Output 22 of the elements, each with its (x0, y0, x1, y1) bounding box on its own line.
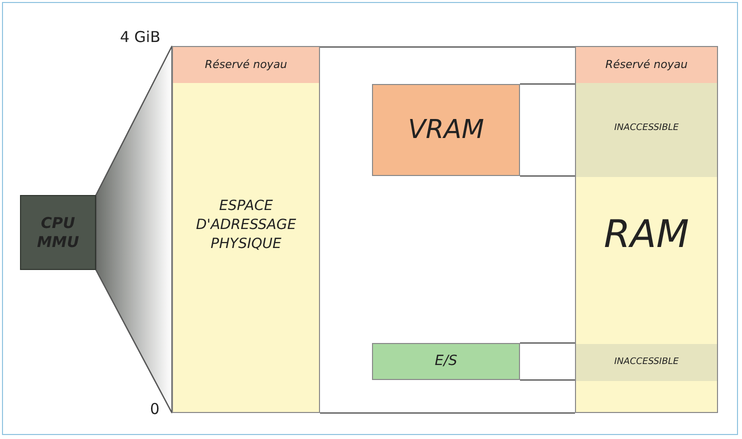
node-label: RAM (602, 212, 690, 256)
node-label: E/S (434, 353, 458, 369)
reserved-band (576, 47, 717, 83)
mapping-line (320, 412, 575, 414)
node-label: INACCESSIBLE (613, 123, 680, 133)
node-label: Réservé noyau (604, 58, 689, 71)
reserved-band (173, 47, 319, 83)
node-label: ESPACE D'ADRESSAGE PHYSIQUE (194, 197, 298, 254)
axis-value-label: 4 GiB (120, 28, 160, 46)
vram-box (372, 84, 520, 176)
node-label: INACCESSIBLE (613, 357, 680, 367)
io-box (372, 343, 520, 380)
mapping-funnel (95, 45, 173, 414)
processor-box (20, 195, 96, 270)
ram-column (575, 46, 718, 413)
node-label: VRAM (406, 115, 486, 145)
axis-value-label: 0 (150, 400, 160, 418)
inaccessible-band (576, 344, 717, 381)
node-label: Réservé noyau (204, 58, 288, 71)
mapping-line (320, 46, 575, 48)
inaccessible-band (576, 83, 717, 177)
address-space-column (172, 46, 320, 413)
